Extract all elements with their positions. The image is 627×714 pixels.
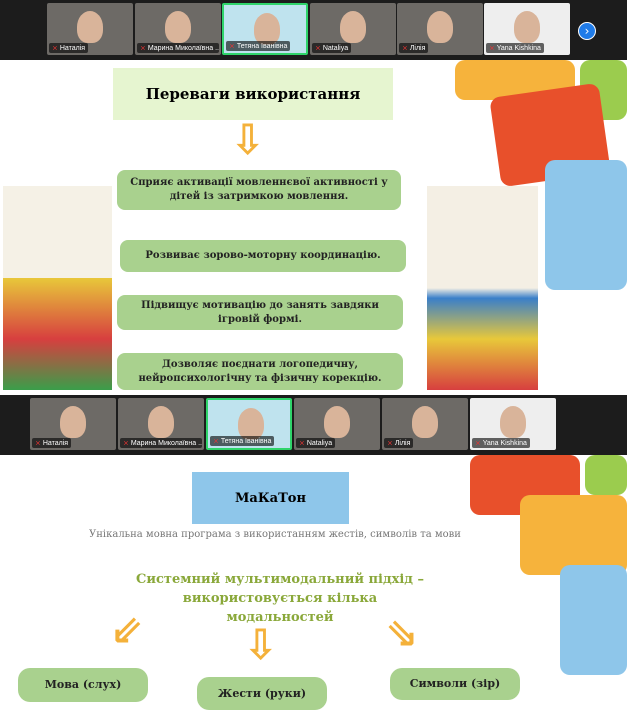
participant-name: Марина Миколаївна ... xyxy=(120,438,202,448)
photo-child-balance-board xyxy=(427,186,538,390)
participant-video xyxy=(77,11,103,43)
participant-tile[interactable]: Лілія xyxy=(397,3,483,55)
participant-tile[interactable]: Наталія xyxy=(47,3,133,55)
participant-tile-active[interactable]: Тетяна Іванівна xyxy=(206,398,292,450)
participant-tile[interactable]: Марина Миколаївна ... xyxy=(135,3,221,55)
participant-tile[interactable]: Yana Kishkina xyxy=(470,398,556,450)
participant-name: Лілія xyxy=(399,43,429,53)
modality-item: Жести (руки) xyxy=(197,677,327,710)
arrow-down-left-icon: ⇙ xyxy=(110,607,144,653)
participant-name: Марина Миколаївна ... xyxy=(137,43,219,53)
participant-video xyxy=(340,11,366,43)
participant-name: Тетяна Іванівна xyxy=(226,41,291,51)
participant-video xyxy=(324,406,350,438)
participant-video xyxy=(427,11,453,43)
participant-name: Наталія xyxy=(49,43,89,53)
participant-name: Тетяна Іванівна xyxy=(210,436,275,446)
participant-video xyxy=(514,11,540,43)
benefit-item: Підвищує мотивацію до занять завдяки ігр… xyxy=(117,295,403,330)
participant-tile[interactable]: Nataliya xyxy=(294,398,380,450)
modality-item: Мова (слух) xyxy=(18,668,148,702)
participant-tile[interactable]: Nataliya xyxy=(310,3,396,55)
benefit-item: Розвиває зорово-моторну координацію. xyxy=(120,240,406,272)
photo-child-rings xyxy=(3,186,112,390)
participant-name: Yana Kishkina xyxy=(486,43,544,53)
modality-item: Символи (зір) xyxy=(390,668,520,700)
makaton-title: МаКаТон xyxy=(192,472,349,524)
participant-video xyxy=(238,408,264,440)
participant-video xyxy=(500,406,526,438)
puzzle-blue xyxy=(560,565,627,675)
participant-tile[interactable]: Лілія xyxy=(382,398,468,450)
video-strip-bottom: Наталія Марина Миколаївна ... Тетяна Іва… xyxy=(0,395,627,455)
participant-tile-active[interactable]: Тетяна Іванівна xyxy=(222,3,308,55)
arrow-down-icon: ⇩ xyxy=(230,115,266,164)
benefit-item: Сприяє активації мовленнєвої активності … xyxy=(117,170,401,210)
chevron-right-icon: › xyxy=(584,24,590,38)
arrow-down-icon: ⇩ xyxy=(243,620,279,669)
participant-video xyxy=(148,406,174,438)
participant-name: Наталія xyxy=(32,438,72,448)
approach-text: Системний мультимодальний підхід – викор… xyxy=(135,572,424,625)
participant-name: Nataliya xyxy=(296,438,336,448)
makaton-subtitle: Унікальна мовна програма з використанням… xyxy=(89,529,461,540)
participant-video xyxy=(254,13,280,45)
participant-tile[interactable]: Yana Kishkina xyxy=(484,3,570,55)
slide-1: Переваги використання ⇩ Сприяє активації… xyxy=(0,60,627,395)
participant-name: Yana Kishkina xyxy=(472,438,530,448)
participant-video xyxy=(165,11,191,43)
participant-video xyxy=(60,406,86,438)
participant-video xyxy=(412,406,438,438)
puzzle-green xyxy=(585,455,627,495)
participant-name: Nataliya xyxy=(312,43,352,53)
slide-title: Переваги використання xyxy=(113,68,393,120)
puzzle-blue xyxy=(545,160,627,290)
participant-tile[interactable]: Марина Миколаївна ... xyxy=(118,398,204,450)
video-strip-top: Наталія Марина Миколаївна ... Тетяна Іва… xyxy=(0,0,627,60)
participant-name: Лілія xyxy=(384,438,414,448)
participant-tile[interactable]: Наталія xyxy=(30,398,116,450)
slide-2: МаКаТон Унікальна мовна програма з викор… xyxy=(0,455,627,714)
arrow-down-right-icon: ⇘ xyxy=(385,610,419,656)
next-page-button[interactable]: › xyxy=(578,22,596,40)
benefit-item: Дозволяє поєднати логопедичну, нейропсих… xyxy=(117,353,403,390)
puzzle-orange xyxy=(520,495,627,575)
